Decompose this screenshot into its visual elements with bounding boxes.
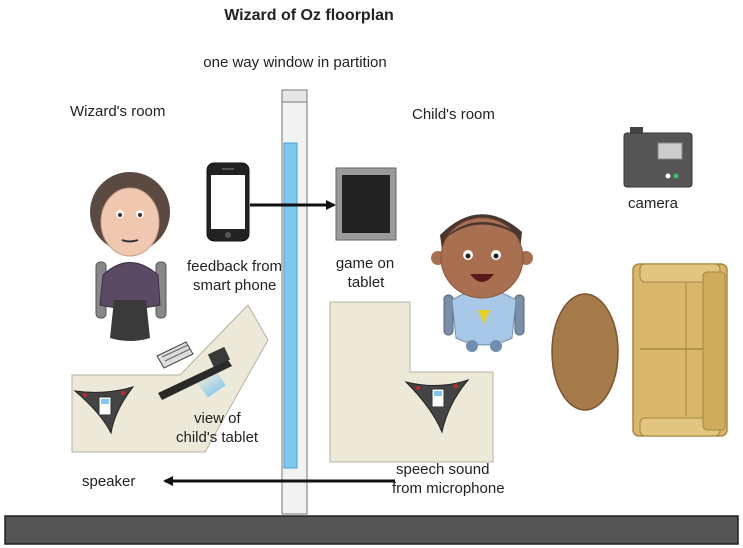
camera-icon xyxy=(623,127,693,188)
feedback-label-line1: feedback from xyxy=(187,258,283,275)
camera-label: camera xyxy=(628,195,679,212)
game-label-line1: game on xyxy=(335,255,395,272)
view-label-line2: child's tablet xyxy=(176,429,259,446)
rug-icon xyxy=(551,293,619,411)
smartphone-icon xyxy=(206,162,250,242)
speech-label-line1: speech sound xyxy=(396,461,490,478)
diagram-title: Wizard of Oz floorplan xyxy=(224,7,394,24)
speaker-label: speaker xyxy=(82,473,136,490)
window-label: one way window in partition xyxy=(203,54,387,71)
speakerphone-icon xyxy=(404,378,470,434)
child-person-icon xyxy=(431,214,533,352)
partition-wall xyxy=(281,89,308,515)
view-label-line1: view of xyxy=(194,410,241,427)
one-way-window xyxy=(283,142,298,469)
speakerphone-icon xyxy=(73,386,135,435)
floor-bar xyxy=(4,515,739,545)
wizard-room-label: Wizard's room xyxy=(70,103,166,120)
speech-label-line2: from microphone xyxy=(392,480,505,497)
sofa-icon xyxy=(632,263,728,437)
wizard-table xyxy=(71,304,269,453)
keyboard-icon xyxy=(156,341,194,369)
game-label-line2: tablet xyxy=(347,274,385,291)
child-room-label: Child's room xyxy=(412,106,495,123)
tablet-icon xyxy=(335,167,397,241)
feedback-label-line2: smart phone xyxy=(193,277,277,294)
wizard-person-icon xyxy=(90,172,170,341)
laptop-icon xyxy=(158,346,232,400)
child-table xyxy=(329,301,494,463)
